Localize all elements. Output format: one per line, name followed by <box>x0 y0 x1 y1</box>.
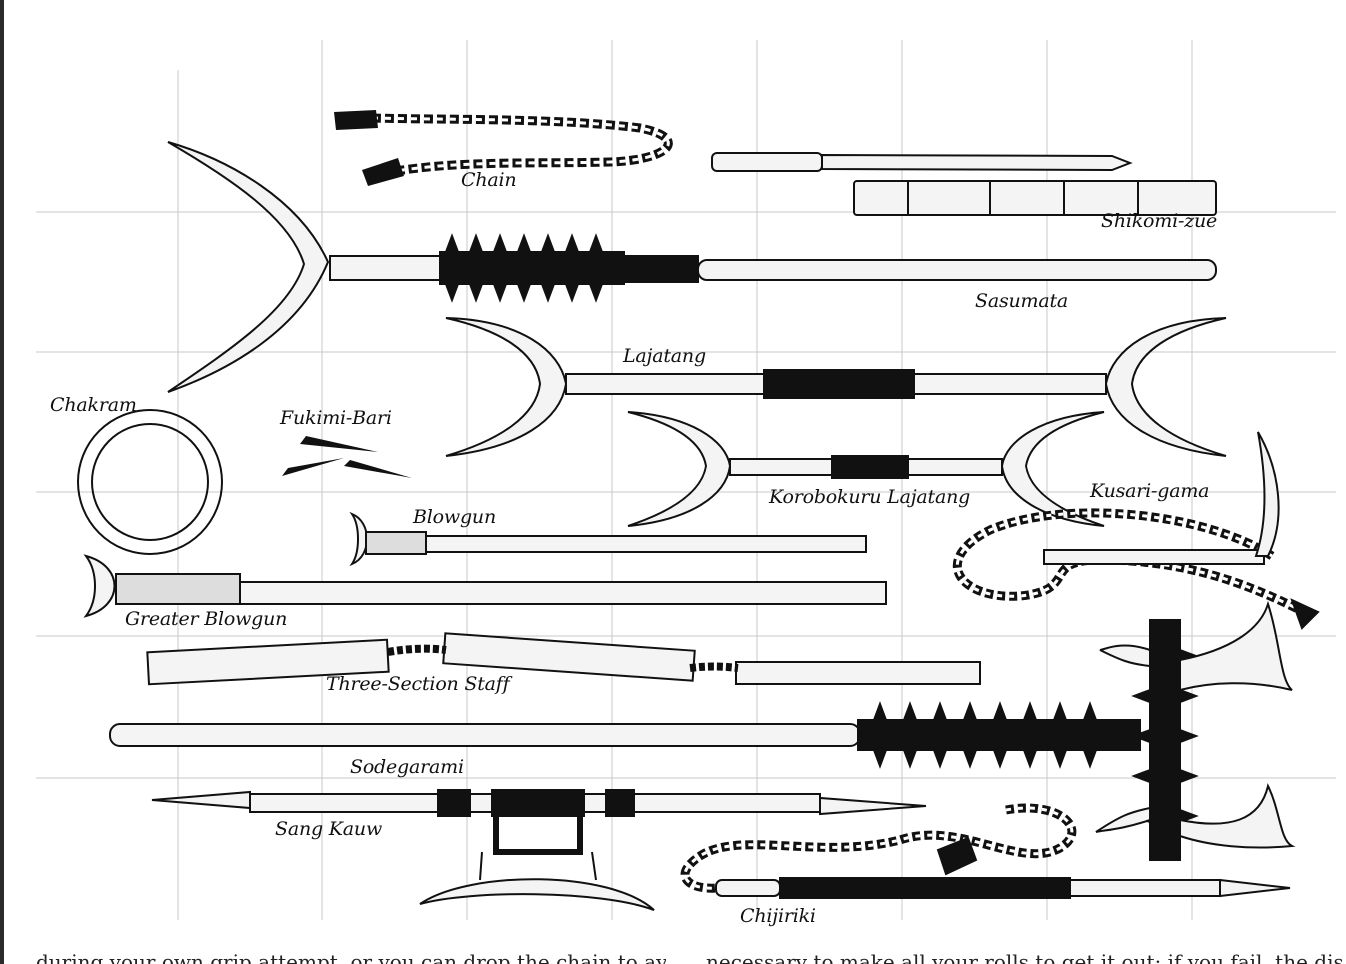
korobokuru-lajatang-weapon <box>627 411 1105 527</box>
label-blowgun: Blowgun <box>413 506 496 528</box>
lajatang-weapon <box>445 317 1227 457</box>
sodegarami-weapon <box>109 600 1296 861</box>
label-sang-kauw: Sang Kauw <box>275 818 383 840</box>
label-sodegarami: Sodegarami <box>350 756 464 778</box>
body-text-left-column: during your own grip attempt, or you can… <box>36 950 666 964</box>
label-greater-blowgun: Greater Blowgun <box>125 608 288 630</box>
shikomi-zue-weapon <box>711 152 1217 216</box>
label-chijiriki: Chijiriki <box>740 905 816 927</box>
sang-kauw-weapon <box>151 789 927 911</box>
blowgun-weapon <box>349 511 867 567</box>
sasumata-weapon <box>167 141 1217 393</box>
label-three-section-staff: Three-Section Staff <box>326 673 510 695</box>
label-korobokuru-lajatang: Korobokuru Lajatang <box>769 486 971 508</box>
label-fukimi-bari: Fukimi-Bari <box>280 407 392 429</box>
three-section-staff-weapon <box>146 632 981 686</box>
greater-blowgun-weapon <box>83 554 887 618</box>
label-kusari-gama: Kusari-gama <box>1090 480 1210 502</box>
chain-weapon <box>334 110 673 186</box>
kusari-gama-weapon <box>952 431 1320 630</box>
label-chain: Chain <box>461 169 517 191</box>
page-edge <box>0 0 4 964</box>
label-shikomi-zue: Shikomi-zue <box>1101 210 1218 232</box>
chijiriki-weapon <box>680 803 1291 899</box>
chakram-weapon <box>77 409 223 555</box>
label-chakram: Chakram <box>50 394 137 416</box>
label-sasumata: Sasumata <box>975 290 1069 312</box>
body-text-right-column: necessary to make all your rolls to get … <box>706 950 1342 964</box>
fukimi-bari-weapon <box>282 436 412 478</box>
label-lajatang: Lajatang <box>623 345 706 367</box>
